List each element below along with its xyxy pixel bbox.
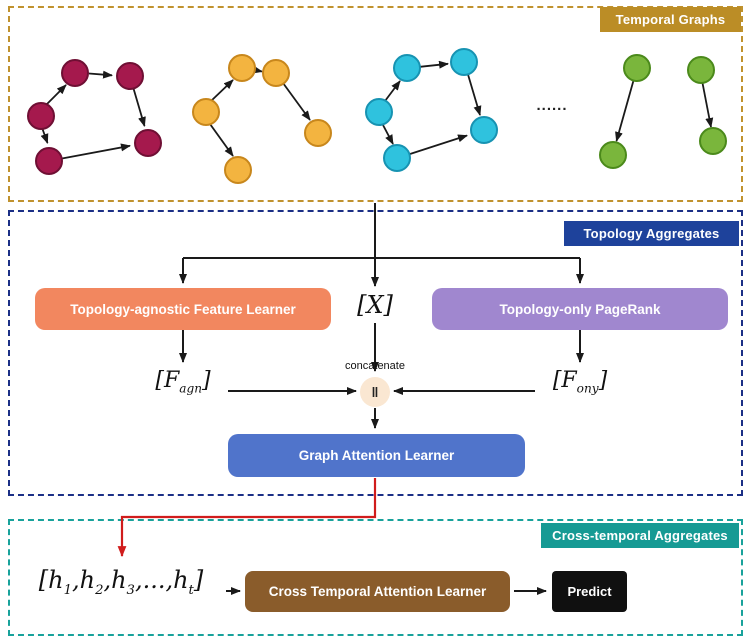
h-sequence-label: [h1,h2,h3,...,ht] <box>20 566 222 598</box>
topology-aggregates-label: Topology Aggregates <box>564 221 739 246</box>
f-agn-pre: [F <box>155 368 180 393</box>
cross-temporal-attention-box: Cross Temporal Attention Learner <box>245 571 510 612</box>
pagerank-box: Topology-only PageRank <box>432 288 728 330</box>
f-ony-label: [Fony] <box>540 368 620 395</box>
graph-attention-learner-box: Graph Attention Learner <box>228 434 525 477</box>
h-seq-sub: 2 <box>95 582 104 598</box>
temporal-graphs-section <box>8 6 743 202</box>
cross-temporal-aggregates-label: Cross-temporal Aggregates <box>541 523 739 548</box>
h-seq-sub: t <box>188 582 194 598</box>
h-seq-part: ] <box>193 566 204 594</box>
concatenate-label: concatenate <box>345 360 405 372</box>
f-ony-sub: ony <box>576 381 599 396</box>
feature-learner-box: Topology-agnostic Feature Learner <box>35 288 331 330</box>
f-agn-sub: agn <box>179 381 202 396</box>
h-seq-part: [h <box>38 566 64 594</box>
h-seq-part: ,h <box>103 566 127 594</box>
ellipsis-dots: ...... <box>536 97 568 114</box>
f-agn-post: ] <box>202 368 211 393</box>
temporal-graphs-label: Temporal Graphs <box>600 7 741 32</box>
predict-box: Predict <box>552 571 627 612</box>
h-seq-sub: 3 <box>126 582 135 598</box>
f-ony-post: ] <box>598 368 608 393</box>
concatenate-node: ‖ <box>360 377 390 407</box>
h-seq-sub: 1 <box>63 582 72 598</box>
h-seq-part: ,...,h <box>134 566 189 594</box>
f-ony-pre: [F <box>552 368 577 393</box>
parallel-bars-icon: ‖ <box>371 384 379 400</box>
f-agn-label: [Fagn] <box>143 368 223 395</box>
h-seq-part: ,h <box>71 566 96 594</box>
x-matrix-label: [X] <box>357 291 393 319</box>
